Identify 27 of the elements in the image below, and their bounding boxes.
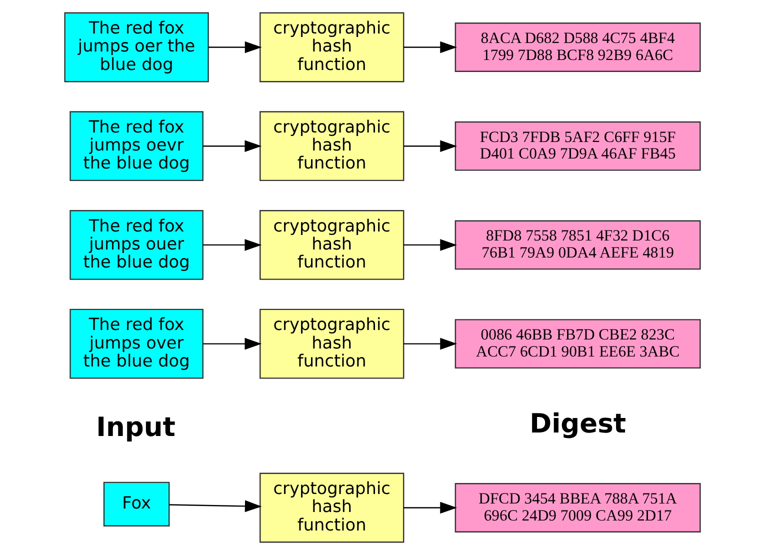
node-box: The red fox jumps over the blue dog	[70, 308, 204, 379]
arrow	[404, 239, 458, 251]
node-box: 8ACA D682 D588 4C75 4BF4 1799 7D88 BCF8 92B9 6A6C	[454, 22, 701, 72]
label: Digest	[530, 408, 626, 440]
node-box: cryptographic hash function	[260, 472, 404, 543]
arrow	[208, 41, 262, 54]
arrow	[203, 338, 262, 350]
arrow	[404, 502, 458, 514]
node-box: FCD3 7FDB 5AF2 C6FF 915F D401 C0A9 7D9A 46AF FB45	[454, 121, 701, 171]
node-box: The red fox jumps oer the blue dog	[64, 12, 209, 82]
arrow	[404, 41, 458, 54]
node-box: Fox	[103, 482, 170, 526]
arrow	[203, 239, 262, 251]
arrow	[404, 338, 458, 350]
label: Input	[96, 412, 176, 444]
node-box: cryptographic hash function	[260, 210, 404, 280]
arrow	[203, 140, 262, 152]
node-box: 0086 46BB FB7D CBE2 823C ACC7 6CD1 90B1 EE6E 3ABC	[454, 319, 701, 369]
node-box: 8FD8 7558 7851 4F32 D1C6 76B1 79A9 0DA4 AEFE 4819	[454, 220, 701, 270]
arrow	[169, 500, 262, 512]
node-box: DFCD 3454 BBEA 788A 751A 696C 24D9 7009 CA99 2D17	[454, 483, 701, 532]
arrow	[404, 140, 458, 152]
node-box: cryptographic hash function	[260, 308, 404, 379]
node-box: cryptographic hash function	[260, 12, 404, 82]
node-box: cryptographic hash function	[260, 111, 404, 182]
node-box: The red fox jumps oevr the blue dog	[70, 111, 204, 182]
node-box: The red fox jumps ouer the blue dog	[70, 210, 204, 280]
